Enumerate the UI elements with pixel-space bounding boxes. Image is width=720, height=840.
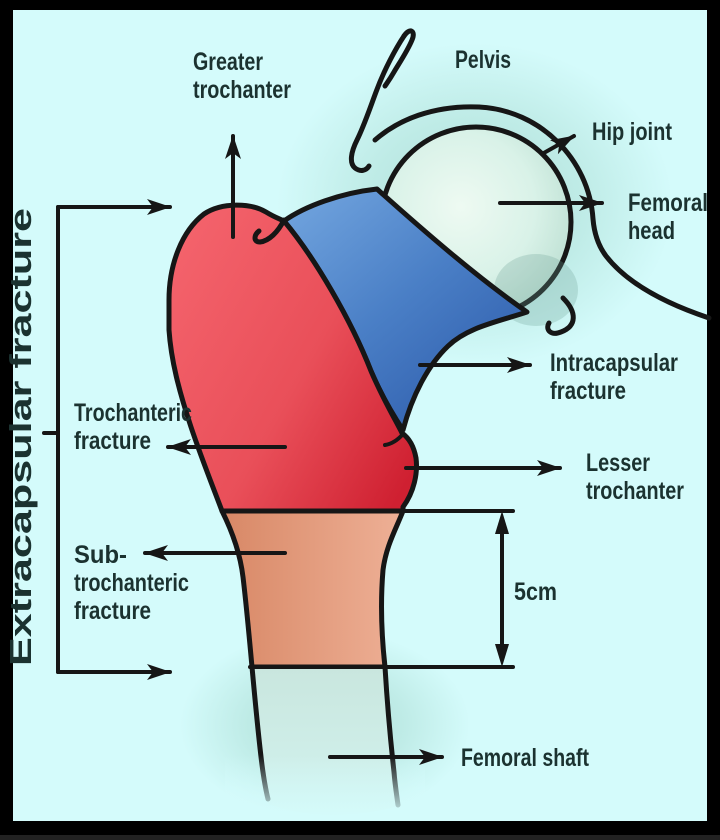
shaft-fade-overlay	[225, 755, 425, 821]
label-line: Hip joint	[592, 118, 673, 146]
label-line: fracture	[74, 427, 151, 455]
label-femoral-shaft: Femoral shaft	[461, 744, 590, 772]
label-greater-trochanter: Greater trochanter	[193, 48, 291, 104]
annotation-lines	[42, 134, 604, 765]
subtrochanteric-fracture-zone	[219, 508, 406, 670]
pelvis-broken-edge-hook	[382, 28, 416, 89]
label-line: trochanteric	[74, 569, 189, 597]
label-line: Femoral shaft	[461, 744, 590, 772]
label-line: trochanter	[586, 477, 684, 505]
label-5cm: 5cm	[514, 578, 557, 606]
greater-trochanter-notch-line	[252, 217, 287, 245]
label-line: head	[628, 217, 675, 245]
label-line: fracture	[550, 377, 626, 405]
label-subtrochanteric-fracture: Sub- trochanteric fracture	[74, 541, 196, 625]
label-lesser-trochanter: Lesser trochanter	[586, 449, 684, 505]
label-trochanteric-fracture: Trochanteric fracture	[74, 399, 199, 455]
measure-arrowhead-up	[495, 511, 509, 534]
label-femoral-head: Femoral head	[628, 189, 715, 245]
label-line: Lesser	[586, 449, 650, 477]
label-hip-joint: Hip joint	[592, 118, 673, 146]
label-line: Pelvis	[455, 46, 511, 74]
lesser-trochanter-crease-line	[383, 432, 405, 447]
label-line: trochanter	[193, 76, 291, 104]
label-line: Greater	[193, 48, 263, 76]
label-pelvis: Pelvis	[455, 46, 511, 74]
label-line: Femoral	[628, 189, 708, 217]
measure-arrowhead-down	[495, 644, 509, 667]
pelvis-broken-edge-line	[348, 33, 407, 173]
label-line: Trochanteric	[74, 399, 192, 427]
label-line: Extracapsular fracture	[3, 208, 38, 666]
trochanteric-fracture-zone	[166, 202, 419, 514]
label-line: Sub-	[74, 541, 127, 569]
label-intracapsular-fracture: Intracapsular fracture	[550, 349, 685, 405]
hip-joint-arrow	[540, 134, 576, 156]
diagram-labels: Greater trochanter Pelvis Hip joint Femo…	[3, 46, 715, 772]
label-line: fracture	[74, 597, 151, 625]
measurement-arrowheads	[495, 511, 509, 667]
head-neck-hook-line	[545, 295, 576, 336]
bone-illustration	[166, 28, 712, 821]
label-line: Intracapsular	[550, 349, 678, 377]
label-line: 5cm	[514, 578, 557, 606]
label-extracapsular-fracture: Extracapsular fracture	[3, 208, 38, 666]
